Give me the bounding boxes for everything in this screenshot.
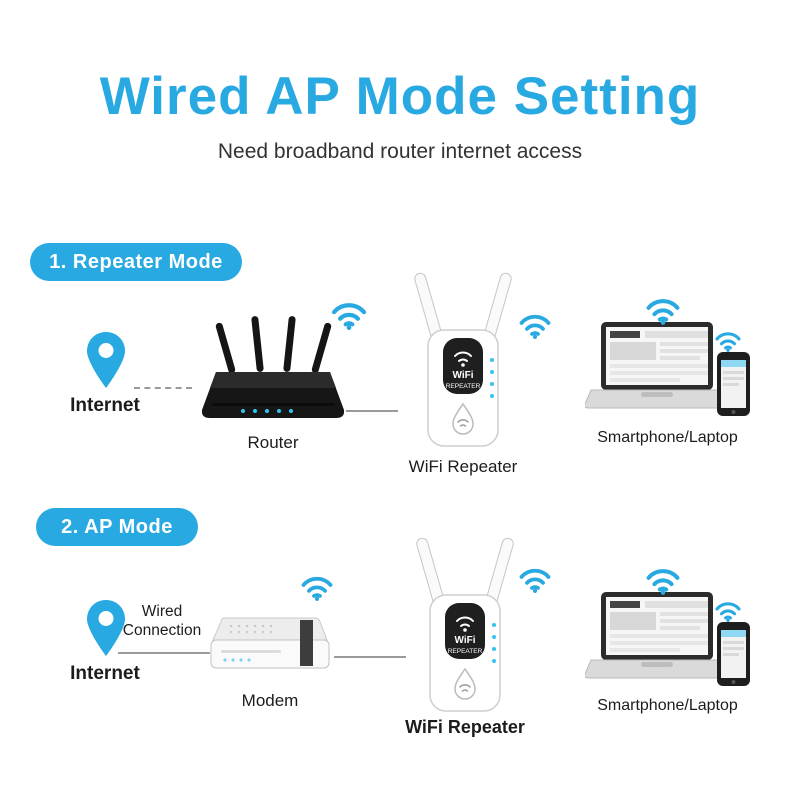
connector-line [118, 652, 210, 654]
section1-badge: 1. Repeater Mode [30, 243, 242, 281]
wifi-repeater-device: WiFi REPEATER [388, 272, 538, 452]
dashed-connector-line [134, 387, 192, 389]
wired-connection-label: Wired Connection [122, 603, 202, 640]
repeater-brand-text: WiFi [454, 635, 475, 646]
repeater-label-1: WiFi Repeater [408, 457, 518, 476]
internet-label-1: Internet [70, 395, 140, 416]
router-label: Router [247, 433, 299, 452]
client-label-1: Smartphone/Laptop [597, 429, 738, 446]
wifi-signal-icon [645, 296, 681, 325]
wifi-signal-icon [300, 574, 334, 601]
connector-line [346, 410, 398, 412]
page-title: Wired AP Mode Setting [99, 67, 701, 126]
wifi-repeater-device: WiFi REPEATER [390, 537, 540, 717]
client-label-2: Smartphone/Laptop [597, 697, 738, 714]
router-device [198, 316, 348, 428]
laptop-phone-devices [585, 592, 750, 692]
internet-pin-icon [84, 330, 128, 390]
modem-device [205, 612, 335, 684]
page-subtitle: Need broadband router internet access [217, 140, 583, 163]
section1-badge-label: 1. Repeater Mode [49, 250, 223, 273]
repeater-label-2: WiFi Repeater [405, 717, 525, 737]
repeater-brand-text: WiFi [452, 370, 473, 381]
laptop-phone-devices [585, 322, 750, 422]
wifi-signal-icon [518, 312, 552, 339]
modem-label: Modem [241, 691, 299, 710]
wifi-signal-icon [518, 566, 552, 593]
section2-badge: 2. AP Mode [36, 508, 198, 546]
wifi-signal-icon [714, 600, 742, 622]
section2-badge-label: 2. AP Mode [61, 515, 173, 538]
connector-line [334, 656, 406, 658]
repeater-brand-subtext: REPEATER [446, 383, 481, 390]
wifi-signal-icon [645, 566, 681, 595]
internet-pin-icon [84, 598, 128, 658]
wifi-signal-icon [714, 330, 742, 352]
wifi-signal-icon [330, 300, 368, 330]
internet-label-2: Internet [70, 663, 140, 684]
repeater-brand-subtext: REPEATER [448, 648, 483, 655]
